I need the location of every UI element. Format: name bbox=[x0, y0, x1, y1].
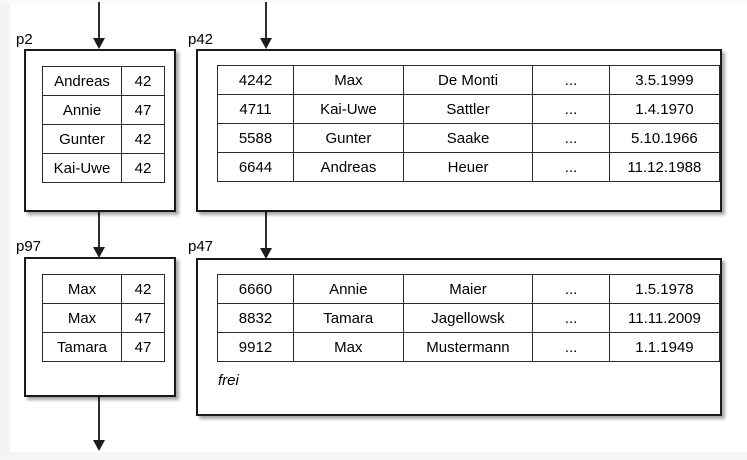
data-cell-last: Saake bbox=[402, 123, 534, 153]
page-box-p42[interactable]: 4242 Max De Monti ... 3.5.1999 4711 Kai-… bbox=[196, 49, 722, 212]
data-cell-id: 4242 bbox=[216, 65, 295, 95]
index-key-cell: Max bbox=[42, 303, 122, 333]
data-cell-ellipsis: ... bbox=[532, 303, 610, 333]
arrow-shaft bbox=[98, 2, 100, 40]
index-key-cell: Andreas bbox=[42, 66, 122, 96]
data-table-p42: 4242 Max De Monti ... 3.5.1999 4711 Kai-… bbox=[216, 65, 721, 182]
index-value-cell: 42 bbox=[121, 274, 165, 304]
data-cell-id: 8832 bbox=[217, 303, 294, 333]
table-row[interactable]: Gunter 42 bbox=[42, 124, 165, 154]
data-cell-date: 1.1.1949 bbox=[608, 332, 721, 362]
page-label-p42: p42 bbox=[188, 31, 214, 48]
data-cell-ellipsis: ... bbox=[532, 152, 610, 182]
data-cell-id: 4711 bbox=[216, 94, 295, 124]
arrow-shaft bbox=[265, 210, 267, 250]
data-cell-first: Kai-Uwe bbox=[293, 94, 404, 124]
data-cell-ellipsis: ... bbox=[532, 274, 610, 304]
table-row[interactable]: 5588 Gunter Saake ... 5.10.1966 bbox=[216, 123, 721, 153]
index-key-cell: Kai-Uwe bbox=[42, 153, 122, 183]
page-label-p2: p2 bbox=[16, 31, 33, 48]
arrow-head bbox=[93, 440, 105, 451]
table-row[interactable]: Kai-Uwe 42 bbox=[42, 153, 165, 183]
table-row[interactable]: 4242 Max De Monti ... 3.5.1999 bbox=[216, 65, 721, 95]
free-space-label: frei bbox=[218, 372, 239, 389]
index-value-cell: 47 bbox=[121, 303, 165, 333]
data-cell-id: 5588 bbox=[216, 123, 295, 153]
data-cell-ellipsis: ... bbox=[532, 65, 610, 95]
data-cell-date: 11.11.2009 bbox=[608, 303, 721, 333]
data-cell-last: Heuer bbox=[402, 152, 534, 182]
index-key-cell: Gunter bbox=[42, 124, 122, 154]
table-row[interactable]: 9912 Max Mustermann ... 1.1.1949 bbox=[217, 332, 721, 362]
index-key-cell: Max bbox=[42, 274, 122, 304]
data-cell-ellipsis: ... bbox=[532, 332, 610, 362]
table-row[interactable]: 6644 Andreas Heuer ... 11.12.1988 bbox=[216, 152, 721, 182]
arrow-shaft bbox=[265, 2, 267, 40]
data-cell-first: Max bbox=[292, 332, 404, 362]
index-table-p2: Andreas 42 Annie 47 Gunter 42 Kai-Uwe 42 bbox=[42, 66, 165, 183]
data-cell-date: 3.5.1999 bbox=[608, 65, 721, 95]
table-row[interactable]: 8832 Tamara Jagellowsk ... 11.11.2009 bbox=[217, 303, 721, 333]
data-cell-first: Max bbox=[293, 65, 404, 95]
data-cell-date: 5.10.1966 bbox=[608, 123, 721, 153]
data-cell-id: 6644 bbox=[216, 152, 295, 182]
data-cell-ellipsis: ... bbox=[532, 123, 610, 153]
table-row[interactable]: Andreas 42 bbox=[42, 66, 165, 96]
arrow-shaft bbox=[98, 209, 100, 249]
page-label-p97: p97 bbox=[16, 238, 42, 255]
index-table-p97: Max 42 Max 47 Tamara 47 bbox=[42, 274, 165, 362]
table-row[interactable]: 4711 Kai-Uwe Sattler ... 1.4.1970 bbox=[216, 94, 721, 124]
data-cell-first: Andreas bbox=[293, 152, 404, 182]
index-value-cell: 47 bbox=[121, 95, 165, 125]
index-value-cell: 42 bbox=[121, 153, 165, 183]
data-cell-last: Jagellowsk bbox=[402, 303, 534, 333]
table-row[interactable]: Max 47 bbox=[42, 303, 165, 333]
page-box-p97[interactable]: Max 42 Max 47 Tamara 47 bbox=[24, 257, 176, 397]
index-value-cell: 42 bbox=[121, 124, 165, 154]
data-cell-id: 9912 bbox=[217, 332, 294, 362]
arrow-head bbox=[260, 38, 272, 49]
data-cell-date: 1.4.1970 bbox=[608, 94, 721, 124]
data-cell-last: De Monti bbox=[402, 65, 534, 95]
table-row[interactable]: Annie 47 bbox=[42, 95, 165, 125]
data-cell-last: Sattler bbox=[402, 94, 534, 124]
index-key-cell: Tamara bbox=[42, 332, 122, 362]
page-box-p47[interactable]: 6660 Annie Maier ... 1.5.1978 8832 Tamar… bbox=[196, 258, 722, 416]
data-cell-last: Maier bbox=[402, 274, 534, 304]
table-row[interactable]: Tamara 47 bbox=[42, 332, 165, 362]
arrow-head bbox=[93, 247, 105, 258]
table-row[interactable]: Max 42 bbox=[42, 274, 165, 304]
data-cell-id: 6660 bbox=[217, 274, 294, 304]
data-cell-first: Annie bbox=[292, 274, 404, 304]
index-value-cell: 42 bbox=[121, 66, 165, 96]
index-value-cell: 47 bbox=[121, 332, 165, 362]
data-cell-first: Gunter bbox=[293, 123, 404, 153]
data-cell-date: 1.5.1978 bbox=[608, 274, 721, 304]
page-label-p47: p47 bbox=[188, 238, 214, 255]
data-cell-ellipsis: ... bbox=[532, 94, 610, 124]
index-key-cell: Annie bbox=[42, 95, 122, 125]
data-cell-last: Mustermann bbox=[402, 332, 534, 362]
page-box-p2[interactable]: Andreas 42 Annie 47 Gunter 42 Kai-Uwe 42 bbox=[24, 49, 176, 212]
arrow-shaft bbox=[98, 396, 100, 442]
data-cell-date: 11.12.1988 bbox=[608, 152, 721, 182]
data-cell-first: Tamara bbox=[292, 303, 404, 333]
arrow-head bbox=[260, 248, 272, 259]
arrow-head bbox=[93, 38, 105, 49]
table-row[interactable]: 6660 Annie Maier ... 1.5.1978 bbox=[217, 274, 721, 304]
data-table-p47: 6660 Annie Maier ... 1.5.1978 8832 Tamar… bbox=[217, 274, 721, 362]
